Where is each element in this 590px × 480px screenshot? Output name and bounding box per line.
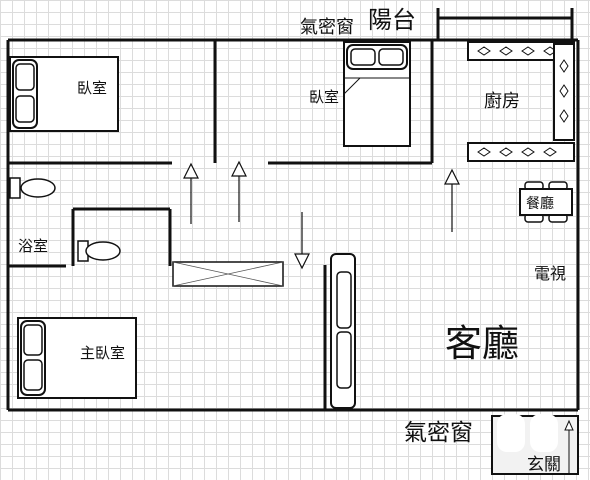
bed-master xyxy=(17,317,137,399)
entrance-label: 玄關 xyxy=(527,455,561,475)
air-window-label-top: 氣密窗 xyxy=(300,17,354,38)
balcony-rail xyxy=(436,8,574,40)
arrow-up-icon xyxy=(183,162,199,224)
sliding-cabinet xyxy=(172,261,284,287)
arrow-up-icon xyxy=(444,168,460,232)
bedroom-label: 臥室 xyxy=(77,79,107,97)
tv-label: 電視 xyxy=(534,264,566,283)
bed-top-left xyxy=(9,56,119,132)
bed-top-middle xyxy=(343,41,411,147)
balcony-label: 陽台 xyxy=(368,6,416,34)
kitchen-label: 廚房 xyxy=(484,90,520,112)
exterior-walls xyxy=(6,38,580,412)
living-room-label: 客廳 xyxy=(445,322,519,365)
air-window-label-bottom: 氣密窗 xyxy=(404,420,473,446)
master-bedroom-label: 主臥室 xyxy=(80,344,125,362)
toilet-icon xyxy=(77,240,121,262)
dining-table xyxy=(519,181,573,223)
sofa xyxy=(330,253,356,409)
interior-walls xyxy=(8,40,432,410)
kitchen-counter-side xyxy=(553,43,575,141)
kitchen-counter-bottom xyxy=(467,142,575,162)
arrow-down-icon xyxy=(294,212,310,270)
dining-label: 餐廳 xyxy=(526,195,554,212)
entrance-door xyxy=(491,414,579,475)
toilet-icon xyxy=(9,177,56,199)
bathroom-label: 浴室 xyxy=(18,237,48,255)
bedroom-label: 臥室 xyxy=(309,88,339,106)
arrow-up-icon xyxy=(231,160,247,222)
